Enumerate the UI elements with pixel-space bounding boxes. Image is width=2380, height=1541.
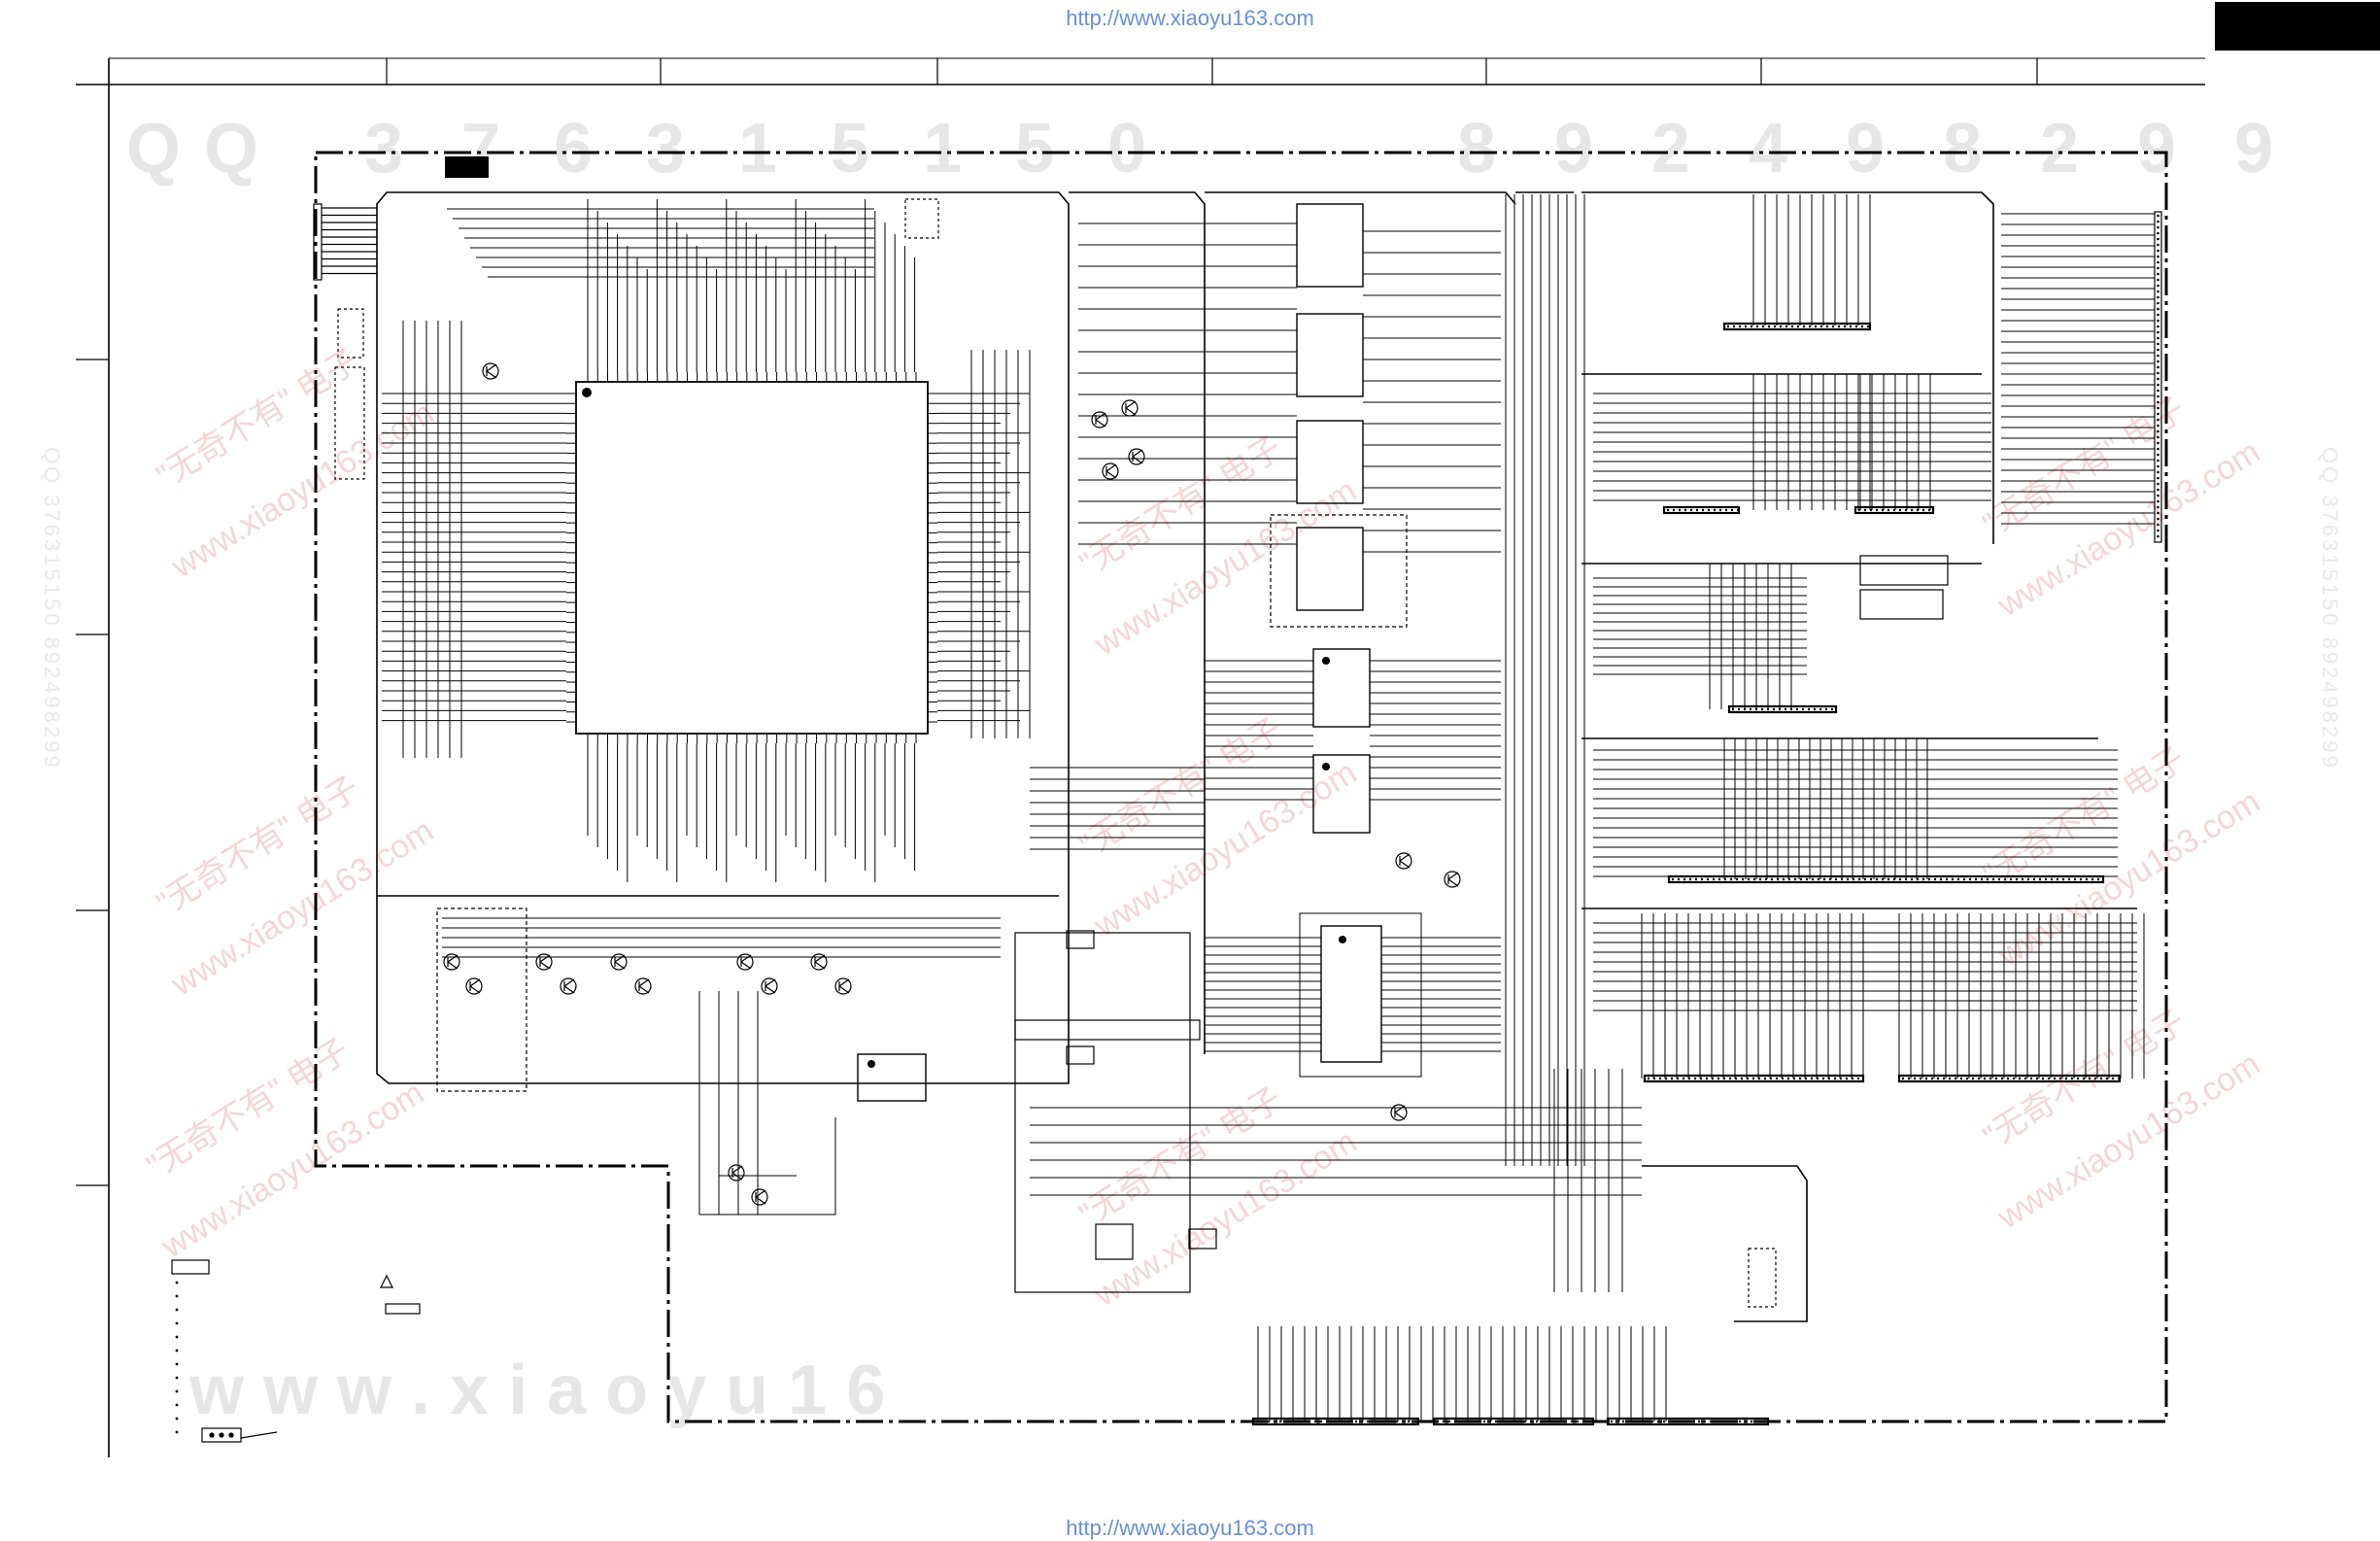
watermark-digit: 1 xyxy=(738,110,778,188)
watermark-side-left: QQ 376315150 892498299 xyxy=(40,447,64,770)
watermark-digit: 6 xyxy=(554,110,594,188)
watermark-www: w w w . x i a o y u 1 6 xyxy=(189,1352,886,1429)
watermark-digit: 8 xyxy=(1457,110,1497,188)
watermark-digit: 1 xyxy=(923,110,963,188)
label-box xyxy=(1859,589,1944,620)
main-ic-pins xyxy=(566,372,937,743)
watermark-digit: 9 xyxy=(1846,110,1886,188)
watermark-digit: 3 xyxy=(364,110,404,188)
watermark-digit: 0 xyxy=(1107,110,1147,188)
connectors xyxy=(1251,322,2122,1426)
main-ic xyxy=(575,381,929,735)
block-dividers xyxy=(376,191,2137,1322)
watermark-digit: 5 xyxy=(831,110,870,188)
page-frame xyxy=(76,57,2205,1457)
url-footer[interactable]: http://www.xiaoyu163.com xyxy=(1066,1516,1314,1540)
watermark-side-right: QQ 376315150 892498299 xyxy=(2318,447,2342,770)
watermark-digit: 9 xyxy=(2234,110,2274,188)
watermark-digit: Q xyxy=(126,110,182,188)
dashed-box xyxy=(1748,1248,1777,1308)
watermark-digit: Q xyxy=(204,110,259,188)
legend xyxy=(171,1259,421,1443)
watermark-digit: 9 xyxy=(1554,110,1594,188)
right-edge-header xyxy=(2154,211,2162,543)
watermark-digit: 2 xyxy=(2040,110,2080,188)
label-box xyxy=(1859,555,1949,586)
logic-gates xyxy=(1270,203,1422,1078)
watermark-digit: 4 xyxy=(1749,110,1788,188)
dashed-block xyxy=(436,907,527,1092)
regulators xyxy=(857,930,1217,1293)
left-connector xyxy=(313,198,939,480)
watermark-digit: 5 xyxy=(1015,110,1055,188)
sheet-tab xyxy=(2215,2,2380,51)
board-label-black xyxy=(445,156,489,178)
watermark-digit: 3 xyxy=(646,110,686,188)
watermark-digit: 9 xyxy=(2137,110,2177,188)
url-header[interactable]: http://www.xiaoyu163.com xyxy=(1066,6,1314,30)
watermark-digit: 8 xyxy=(1943,110,1983,188)
board-outline xyxy=(314,151,2168,1423)
legend-bullets xyxy=(175,1281,179,1434)
watermark-digit: 2 xyxy=(1651,110,1691,188)
signal-bus xyxy=(382,194,2155,1421)
transistors xyxy=(443,362,1461,1206)
